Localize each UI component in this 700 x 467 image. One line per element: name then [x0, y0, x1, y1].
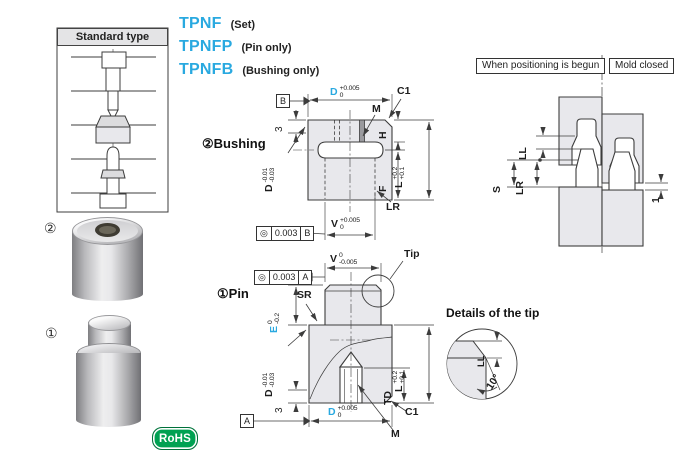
tol-upper: +0.005 [339, 85, 360, 92]
dim-letter: L [392, 181, 405, 188]
pin-dim-td: TD [382, 391, 394, 405]
pin-dim-c1: C1 [405, 406, 419, 418]
datum-ref: B [304, 228, 311, 238]
tipdetail-dim-ll: LL [476, 355, 487, 367]
tol-upper: -0.01 [262, 167, 269, 183]
bushing-dim-l: L +0.2+0.1 [392, 167, 406, 188]
pin-tip-label: Tip [404, 248, 420, 260]
tip-detail-title: Details of the tip [446, 306, 540, 320]
photo-pin-number: ① [45, 325, 58, 341]
tol-lower: -0.2 [274, 313, 281, 324]
datum-ref: A [302, 272, 309, 282]
dim-letter: E [267, 325, 280, 333]
rohs-label: RoHS [158, 432, 192, 445]
dim-letter: V [331, 217, 339, 230]
bushing-dim-f: F [377, 185, 389, 192]
standard-type-drawing [56, 27, 169, 213]
pin-concentricity-frame: ◎ 0.003 A [254, 270, 313, 285]
when-positioning-label: When positioning is begun [476, 58, 606, 74]
bushing-dim-3: 3 [274, 126, 285, 132]
photo-bushing-number: ② [44, 220, 57, 236]
pin-dim-v: V 0-0.005 [330, 252, 357, 266]
pin-dim-3: 3 [274, 407, 285, 413]
bushing-dim-m: M [372, 103, 381, 115]
mold-dim-s: S [491, 185, 503, 193]
product-code: TPNF [179, 15, 222, 32]
dim-letter: D [328, 405, 336, 418]
mold-dim-gap: 1 [650, 197, 662, 203]
pin-section-label: ①Pin [217, 286, 249, 301]
pin-dim-l: L +0.2+0.1 [392, 371, 406, 392]
product-row-tpnf: TPNF (Set) [179, 15, 255, 33]
datum-b-box: B [276, 94, 290, 108]
tolerance-value: 0.003 [270, 271, 300, 284]
tol-upper: +0.2 [392, 166, 399, 180]
tol-upper: +0.005 [337, 405, 358, 412]
tol-lower: +0.1 [399, 370, 406, 384]
concentricity-icon: ◎ [255, 271, 270, 284]
tol-lower: 0 [339, 92, 344, 99]
mold-closed-label: Mold closed [609, 58, 675, 74]
mold-dim-lr: LR [514, 181, 526, 195]
tol-upper: -0.01 [262, 372, 269, 388]
tol-lower: -0.005 [339, 259, 358, 266]
dim-letter: V [330, 252, 338, 265]
product-row-tpnfp: TPNFP (Pin only) [179, 38, 292, 56]
product-row-tpnfb: TPNFB (Bushing only) [179, 61, 319, 79]
product-desc: (Bushing only) [242, 65, 320, 77]
dim-letter: D [330, 85, 338, 98]
mold-diagram [507, 55, 668, 253]
tol-upper: 0 [267, 320, 274, 324]
pin-drawing [254, 260, 434, 431]
bushing-concentricity-frame: ◎ 0.003 B [256, 226, 315, 241]
pin-dim-d-left: D -0.01-0.03 [262, 373, 276, 397]
product-desc: (Set) [230, 19, 256, 31]
tolerance-value: 0.003 [272, 227, 302, 240]
bushing-section-label: ②Bushing [202, 136, 266, 151]
tip-detail-drawing [446, 328, 518, 400]
bushing-drawing [287, 94, 434, 240]
rohs-badge: RoHS [152, 427, 198, 450]
product-code: TPNFP [179, 38, 233, 55]
pin-dim-m: M [391, 428, 400, 440]
bushing-dim-d-left: D -0.01-0.03 [262, 168, 276, 192]
tol-lower: -0.03 [269, 167, 276, 183]
bushing-dim-lr: LR [386, 201, 400, 213]
concentricity-icon: ◎ [257, 227, 272, 240]
product-code: TPNFB [179, 61, 234, 78]
product-desc: (Pin only) [241, 42, 292, 54]
bushing-dim-c1: C1 [397, 85, 411, 97]
tol-lower: -0.03 [269, 372, 276, 388]
standard-type-header: Standard type [57, 28, 168, 46]
pin-dim-e: E 0-0.2 [267, 313, 281, 333]
pin-dim-sr: SR [297, 289, 312, 301]
tol-upper: +0.005 [340, 217, 360, 224]
datum-a-box: A [240, 414, 254, 428]
tol-upper: 0 [339, 252, 343, 259]
bushing-dim-h: H [377, 131, 389, 139]
tol-lower: 0 [337, 412, 342, 419]
tol-upper: +0.2 [392, 370, 399, 384]
dim-letter: D [262, 389, 275, 397]
dim-letter: D [262, 184, 275, 192]
tol-lower: 0 [340, 224, 344, 231]
mold-dim-ll: LL [517, 147, 529, 160]
standard-type-label: Standard type [75, 31, 150, 43]
tol-lower: +0.1 [399, 166, 406, 180]
dim-letter: L [392, 385, 405, 392]
